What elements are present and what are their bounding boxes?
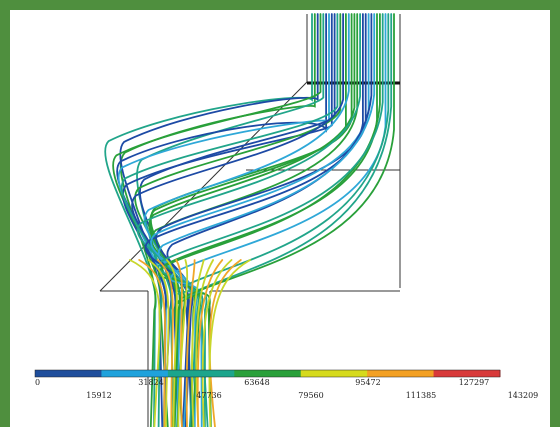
colorbar-tick-label: 0 (35, 378, 40, 387)
streamline (183, 13, 393, 427)
streamline (138, 259, 166, 427)
streamline (208, 259, 242, 427)
colorbar-outline (34, 369, 501, 378)
streamline (175, 259, 183, 427)
streamline (134, 13, 342, 427)
streamline (196, 259, 224, 427)
streamline (112, 13, 322, 427)
streamline (129, 259, 161, 427)
streamline (195, 259, 214, 427)
colorbar-segment (367, 370, 435, 377)
figure-frame: 0 31824 63648 95472 127297 15912 47736 7… (10, 10, 550, 427)
colorbar-tick-label: 95472 (355, 378, 380, 387)
streamline (201, 259, 233, 427)
colorbar-tick-label: 63648 (244, 378, 269, 387)
streamline (185, 259, 196, 427)
streamline (169, 13, 387, 427)
streamline (147, 259, 170, 427)
streamline (156, 259, 174, 427)
colorbar-segment (167, 370, 235, 377)
colorbar: 0 31824 63648 95472 127297 15912 47736 7… (34, 369, 538, 400)
colorbar-segment (35, 370, 102, 377)
colorbar-tick-label: 79560 (298, 391, 323, 400)
colorbar-tick-label: 127297 (459, 378, 490, 387)
colorbar-tick-label: 15912 (86, 391, 111, 400)
colorbar-ticks-lower: 15912 47736 79560 111385 143209 (86, 391, 538, 400)
colorbar-segment (234, 370, 302, 377)
colorbar-tick-label: 47736 (196, 391, 221, 400)
streamlines (104, 13, 395, 427)
colorbar-tick-label: 111385 (406, 391, 437, 400)
streamline (208, 259, 251, 427)
flow-diagram: 0 31824 63648 95472 127297 15912 47736 7… (34, 13, 538, 427)
colorbar-segments (35, 370, 501, 377)
colorbar-tick-label: 143209 (508, 391, 539, 400)
streamline (150, 13, 370, 427)
colorbar-segment (101, 370, 169, 377)
colorbar-segment (300, 370, 368, 377)
streamline (136, 13, 361, 427)
colorbar-ticks-upper: 0 31824 63648 95472 127297 (35, 378, 489, 387)
streamline (166, 259, 178, 427)
colorbar-segment (433, 370, 501, 377)
streamline (177, 259, 189, 427)
colorbar-tick-label: 31824 (138, 378, 163, 387)
streamline (191, 259, 205, 427)
